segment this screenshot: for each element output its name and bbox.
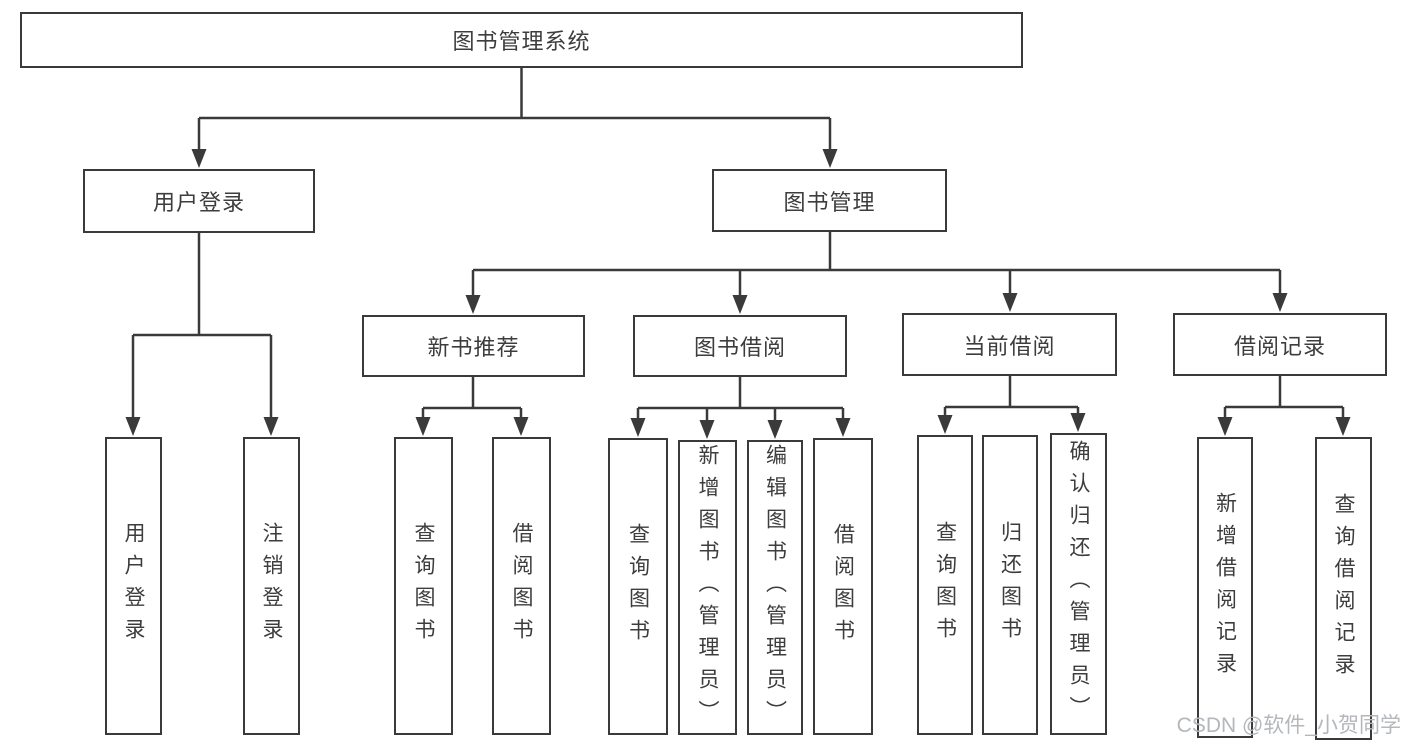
node-book-management: 图书管理 [712,169,947,232]
node-return-books: 归还图书 [982,435,1038,735]
node-label: 用户登录 [122,522,145,650]
node-label: 查询借阅记录 [1332,492,1355,685]
node-label: 注销登录 [260,522,283,650]
node-label: 当前借阅 [963,333,1056,359]
node-book-borrowing: 图书借阅 [633,315,847,377]
node-label: 查询图书 [412,522,435,650]
node-label: 图书借阅 [693,335,786,360]
node-edit-books-admin: 编辑图书（管理员） [747,440,803,735]
node-label: 借阅图书 [510,522,533,650]
node-label: 编辑图书（管理员） [763,443,787,732]
node-confirm-return-admin: 确认归还（管理员） [1050,433,1107,735]
node-query-books-current: 查询图书 [917,435,973,735]
node-label: 查询图书 [933,521,957,649]
node-add-books-admin: 新增图书（管理员） [678,440,737,735]
node-label: 归还图书 [998,521,1022,649]
node-add-borrow-record: 新增借阅记录 [1197,437,1253,738]
node-query-books-borrowing: 查询图书 [608,438,668,735]
node-label: 新增图书（管理员） [696,443,719,732]
node-library-management-system: 图书管理系统 [20,12,1023,68]
node-label: 用户登录 [152,190,245,215]
node-label: 借阅记录 [1233,333,1326,359]
node-label: 图书管理系统 [452,29,591,54]
node-new-book-recommend: 新书推荐 [362,315,585,377]
node-borrow-books: 借阅图书 [813,438,873,735]
node-label: 借阅图书 [831,522,855,651]
node-label: 查询图书 [626,522,650,651]
node-user-login-leaf: 用户登录 [105,437,162,735]
node-query-books-recommend: 查询图书 [394,437,453,735]
node-label: 新书推荐 [427,335,520,360]
node-current-borrowing: 当前借阅 [902,313,1117,376]
node-label: 图书管理 [783,189,876,215]
node-logout: 注销登录 [243,437,300,735]
node-user-login: 用户登录 [83,169,315,233]
node-label: 新增借阅记录 [1213,491,1237,684]
node-borrow-books-recommend: 借阅图书 [492,437,551,735]
node-query-borrow-record: 查询借阅记录 [1315,437,1372,740]
node-borrowing-records: 借阅记录 [1173,313,1387,376]
node-label: 确认归还（管理员） [1067,440,1090,728]
